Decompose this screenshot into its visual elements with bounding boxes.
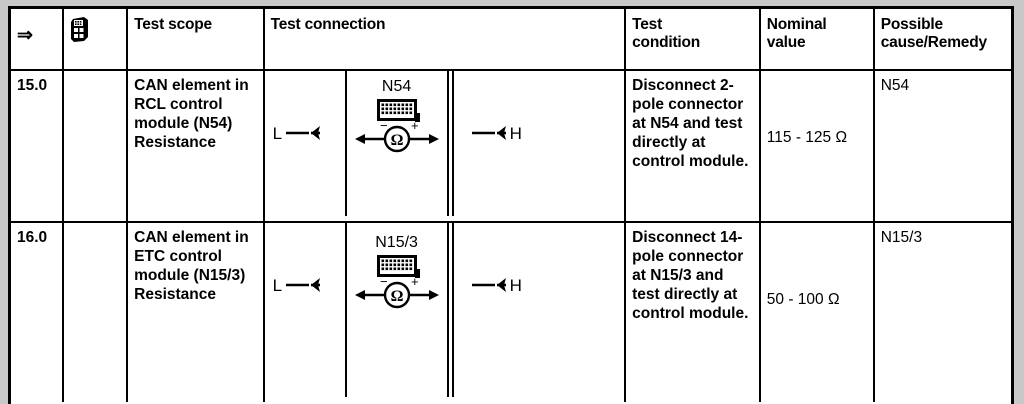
header-cell-nominal-value: Nominal value <box>761 9 875 69</box>
cell-test-scope: CAN element in RCL control module (N54) … <box>128 71 265 221</box>
diagnostic-test-table: ⇒ Test scope T <box>8 6 1014 404</box>
connection-meter: N54 <box>347 71 449 216</box>
left-terminal-lead: L <box>273 123 324 143</box>
cell-tester-icon <box>64 71 129 221</box>
svg-text:+: + <box>411 118 419 133</box>
possible-cause-text: N54 <box>880 77 910 94</box>
cell-test-condition: Disconnect 14-pole connector at N15/3 an… <box>626 223 761 402</box>
right-terminal-lead: H <box>468 123 522 143</box>
svg-text:+: + <box>411 274 419 289</box>
svg-text:Ω: Ω <box>390 132 403 149</box>
header-cell-test-connection: Test connection <box>265 9 627 69</box>
header-nominal-line1: Nominal <box>766 16 827 33</box>
table-row: 15.0 CAN element in RCL control module (… <box>11 71 1011 223</box>
cell-possible-cause: N54 <box>875 71 1011 221</box>
test-scope-text: CAN element in ETC control module (N15/3… <box>134 229 249 303</box>
header-nominal-line2: value <box>766 34 806 51</box>
connection-right-probe: H <box>454 71 625 216</box>
multimeter-symbol: − + Ω <box>347 97 447 159</box>
connection-meter: N15/3 <box>347 223 449 397</box>
left-terminal-label: L <box>272 123 283 143</box>
cell-test-connection: L N15/3 <box>265 223 627 402</box>
cell-test-scope: CAN element in ETC control module (N15/3… <box>128 223 265 402</box>
probe-connector-icon <box>471 278 506 292</box>
right-terminal-label: H <box>509 275 522 295</box>
cell-tester-icon <box>64 223 129 402</box>
cell-step-number: 16.0 <box>11 223 64 402</box>
cell-test-condition: Disconnect 2-pole connector at N54 and t… <box>626 71 761 221</box>
possible-cause-text: N15/3 <box>880 229 923 246</box>
device-label: N54 <box>381 78 412 95</box>
step-number: 16.0 <box>17 229 48 246</box>
cell-possible-cause: N15/3 <box>875 223 1011 402</box>
ohmmeter-icon: − + Ω <box>354 255 439 309</box>
ohmmeter-icon: − + Ω <box>354 99 439 153</box>
nominal-value-text: 50 - 100 Ω <box>766 291 840 308</box>
probe-connector-icon <box>286 126 321 140</box>
table-header-row: ⇒ Test scope T <box>11 9 1011 71</box>
header-cell-test-scope: Test scope <box>128 9 265 69</box>
left-terminal-lead: L <box>273 275 324 295</box>
header-cause-line2: cause/Remedy <box>880 34 987 51</box>
double-right-arrow-icon: ⇒ <box>17 25 33 46</box>
header-cell-step: ⇒ <box>11 9 64 69</box>
right-terminal-lead: H <box>468 275 522 295</box>
header-condition-line1: Test <box>632 16 663 33</box>
test-condition-text: Disconnect 14-pole connector at N15/3 an… <box>632 229 749 322</box>
handheld-tester-icon <box>70 17 88 42</box>
header-cell-tester <box>64 9 129 69</box>
header-cell-possible-cause: Possible cause/Remedy <box>875 9 1011 69</box>
cell-nominal-value: 115 - 125 Ω <box>761 71 875 221</box>
test-condition-text: Disconnect 2-pole connector at N54 and t… <box>632 77 749 170</box>
step-number: 15.0 <box>17 77 48 94</box>
table-row: 16.0 CAN element in ETC control module (… <box>11 223 1011 402</box>
header-condition-line2: condition <box>632 34 701 51</box>
device-label: N15/3 <box>375 234 418 251</box>
connection-right-probe: H <box>454 223 625 397</box>
test-scope-text: CAN element in RCL control module (N54) … <box>134 77 249 151</box>
header-cause-line1: Possible <box>880 16 943 33</box>
probe-connector-icon <box>471 126 506 140</box>
connection-divider <box>449 223 454 397</box>
connection-left-probe: L <box>265 223 347 397</box>
cell-test-connection: L N54 <box>265 71 627 221</box>
nominal-value-text: 115 - 125 Ω <box>766 129 848 146</box>
multimeter-symbol: − + Ω <box>347 253 447 315</box>
right-terminal-label: H <box>509 123 522 143</box>
cell-step-number: 15.0 <box>11 71 64 221</box>
cell-nominal-value: 50 - 100 Ω <box>761 223 875 402</box>
svg-text:−: − <box>380 118 388 133</box>
connection-divider <box>449 71 454 216</box>
probe-connector-icon <box>286 278 321 292</box>
svg-text:−: − <box>380 274 388 289</box>
svg-text:Ω: Ω <box>390 288 403 305</box>
header-cell-test-condition: Test condition <box>626 9 761 69</box>
left-terminal-label: L <box>272 275 283 295</box>
connection-left-probe: L <box>265 71 347 216</box>
